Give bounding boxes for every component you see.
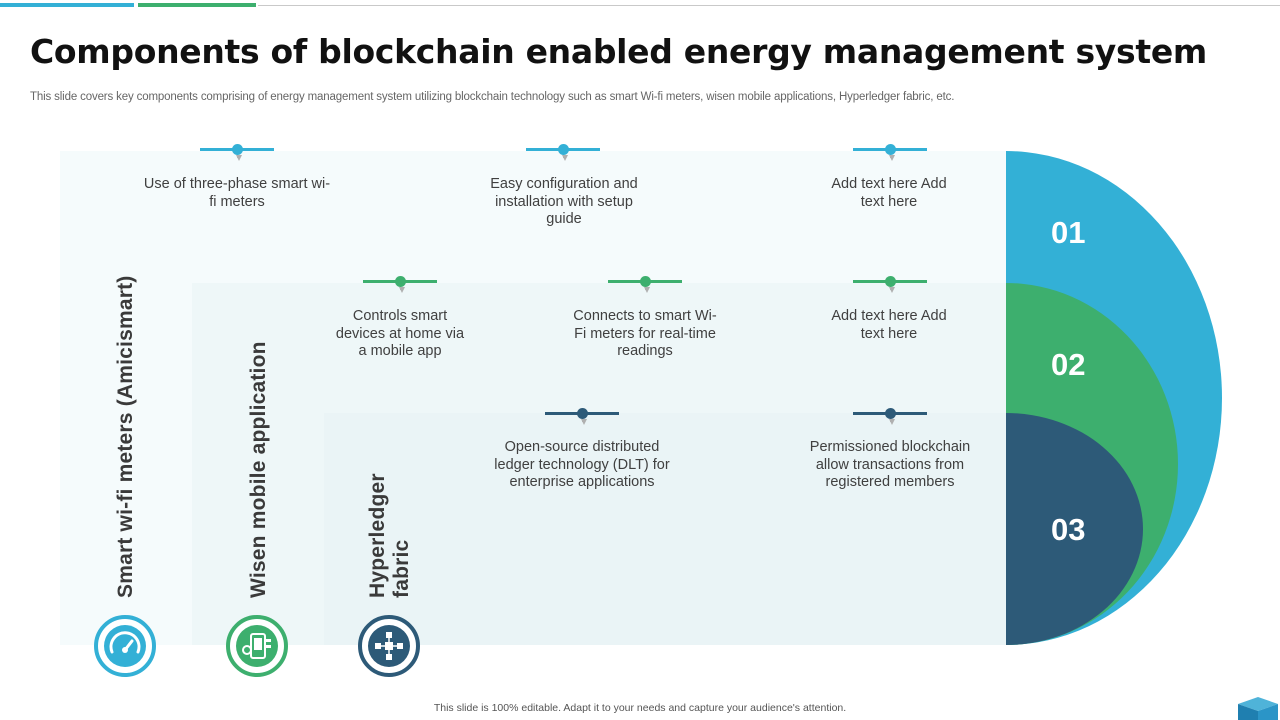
component-label-03: Hyperledger fabric [366,473,414,598]
component-number-03: 03 [1051,512,1086,547]
component-number-02: 02 [1051,347,1086,382]
point-marker [853,276,927,294]
component-panel-03 [324,413,1006,645]
top-divider [258,5,1280,6]
point-marker [853,144,927,162]
point-text: Controls smart devices at home via a mob… [335,308,465,359]
cube-logo-icon [1238,697,1278,720]
component-label-01: Smart wi-fi meters (Amicismart) [114,275,137,598]
point-text: Add text here Add text here [831,176,947,210]
point-text: Open-source distributed ledger technolog… [494,439,670,490]
point-marker [853,408,927,426]
semicircle-03 [1006,413,1143,645]
accent-bar-green [138,3,256,7]
point-marker [545,408,619,426]
component-label-02: Wisen mobile application [247,341,270,598]
component-number-01: 01 [1051,215,1086,250]
blockchain-network-icon [358,615,420,677]
accent-bar-blue [0,3,134,7]
mobile-app-icon [226,615,288,677]
point-text: Easy configuration and installation with… [490,176,638,227]
component-label-03-line1: Hyperledger [366,473,389,598]
point-text: Add text here Add text here [831,308,947,342]
point-marker [363,276,437,294]
page-title: Components of blockchain enabled energy … [30,32,1207,71]
point-marker [200,144,274,162]
gauge-icon [94,615,156,677]
point-marker [608,276,682,294]
point-marker [526,144,600,162]
point-text: Connects to smart Wi-Fi meters for real-… [573,308,717,359]
page-subtitle: This slide covers key components compris… [30,91,955,103]
footer-note: This slide is 100% editable. Adapt it to… [433,702,847,714]
point-text: Permissioned blockchain allow transactio… [809,439,971,490]
component-label-03-line2: fabric [390,539,413,598]
point-text: Use of three-phase smart wi-fi meters [143,176,331,210]
